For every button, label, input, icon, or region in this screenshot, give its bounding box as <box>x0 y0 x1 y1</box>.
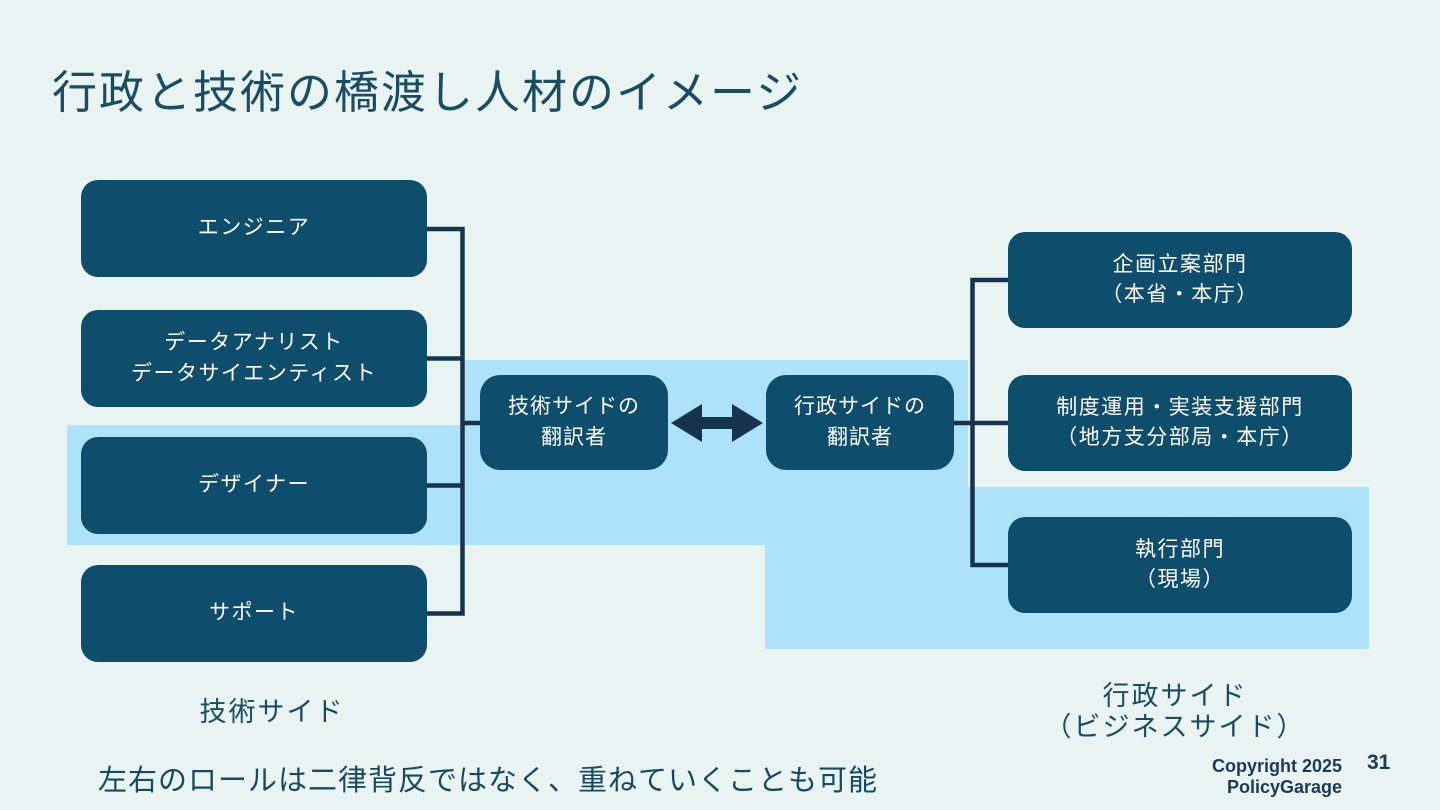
node-label-line: 翻訳者 <box>827 425 893 449</box>
tech-side-label: 技術サイド <box>199 697 345 727</box>
node-label-line: 企画立案部門 <box>1112 252 1248 276</box>
node-label-line: （現場） <box>1135 568 1225 591</box>
page-title: 行政と技術の橋渡し人材のイメージ <box>52 67 804 118</box>
node-engineer: エンジニア <box>81 180 427 277</box>
node-operation-dept: 制度運用・実装支援部門 （地方支分部局・本庁） <box>1008 375 1352 471</box>
node-data-analyst: データアナリスト データサイエンティスト <box>81 310 427 407</box>
gov-side-label-line: 行政サイド <box>1102 681 1248 711</box>
node-label-line: データサイエンティスト <box>130 361 378 385</box>
node-label-line: 技術サイドの <box>508 395 640 419</box>
gov-tree-lines <box>949 277 1012 568</box>
node-label-line: サポート <box>209 601 299 625</box>
copyright-text: Copyright 2025 PolicyGarage <box>1211 756 1342 797</box>
node-label-line: （本省・本庁） <box>1101 283 1259 306</box>
node-label-line: 行政サイドの <box>794 395 926 419</box>
node-label-line: （地方支分部局・本庁） <box>1056 426 1304 449</box>
node-planning-dept: 企画立案部門 （本省・本庁） <box>1008 232 1352 328</box>
page-number: 31 <box>1367 751 1391 774</box>
node-label-line: 翻訳者 <box>541 425 607 449</box>
node-label-line: 制度運用・実装支援部門 <box>1056 395 1304 419</box>
node-label-line: データアナリスト <box>164 331 344 355</box>
node-label-line: エンジニア <box>197 216 311 240</box>
node-tech-translator: 技術サイドの 翻訳者 <box>480 375 668 470</box>
node-designer: デザイナー <box>81 437 427 534</box>
node-support: サポート <box>81 565 427 662</box>
double-arrow-icon <box>671 404 763 442</box>
gov-side-label-line: （ビジネスサイド） <box>1044 712 1306 743</box>
bottom-note: 左右のロールは二律背反ではなく、重ねていくことも可能 <box>98 765 879 797</box>
tech-tree-lines <box>424 226 485 616</box>
node-execution-dept: 執行部門 （現場） <box>1008 517 1352 613</box>
gov-side-label: 行政サイド （ビジネスサイド） <box>1002 681 1348 744</box>
node-label-line: 執行部門 <box>1135 537 1225 561</box>
node-label-line: デザイナー <box>197 473 311 497</box>
node-gov-translator: 行政サイドの 翻訳者 <box>766 375 954 470</box>
